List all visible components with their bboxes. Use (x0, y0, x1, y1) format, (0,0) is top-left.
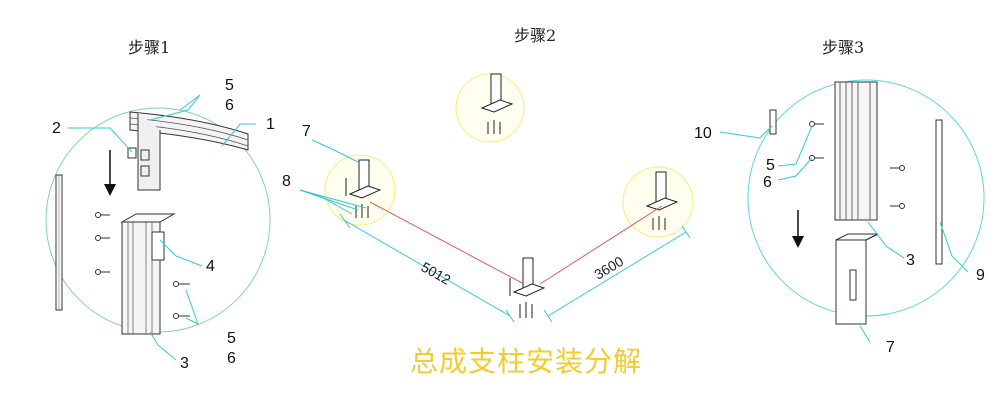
tie-line-right (539, 205, 663, 285)
callout-5-bottom: 5 (227, 330, 236, 347)
step2-title: 步骤2 (514, 26, 557, 45)
center-post (509, 257, 546, 318)
callout-9: 9 (976, 267, 985, 284)
callout-10: 10 (694, 125, 712, 142)
step2-layout: 5012 3600 7 8 (282, 73, 694, 323)
bolts-right (173, 281, 190, 319)
main-title: 总成支柱安装分解 (410, 345, 643, 378)
step3-title: 步骤3 (822, 38, 865, 57)
post-profile (120, 213, 176, 335)
step3-detail: 10 5 6 3 9 7 (694, 79, 985, 356)
step1-detail: 5 6 1 2 4 5 6 3 (45, 77, 275, 372)
callout-7-step3: 7 (886, 339, 895, 356)
callout-6-top: 6 (225, 97, 234, 114)
dimension-right: 3600 (591, 253, 626, 283)
arrow-down-icon (104, 184, 116, 196)
post-lower (835, 233, 879, 325)
callout-6-bottom: 6 (227, 350, 236, 367)
strip-9 (935, 119, 943, 265)
callout-3-step3: 3 (906, 252, 915, 269)
left-post (345, 159, 382, 218)
arrow-down-icon (792, 236, 804, 248)
callout-3-left: 3 (180, 355, 189, 372)
dimension-left: 5012 (419, 259, 454, 288)
callout-4: 4 (206, 258, 215, 275)
callout-8: 8 (282, 173, 291, 190)
dimension-lines (339, 213, 691, 323)
top-post (480, 73, 514, 134)
bolts-left (95, 212, 110, 275)
callout-7-step2: 7 (302, 123, 311, 140)
step1-title: 步骤1 (128, 38, 171, 57)
strip-10 (769, 109, 777, 135)
post-upper (834, 81, 878, 221)
callout-2: 2 (52, 120, 61, 137)
right-post (645, 171, 679, 230)
callout-1: 1 (266, 116, 275, 133)
tie-line-left (369, 201, 525, 285)
callout-6-step3: 6 (763, 174, 772, 191)
callout-5-step3: 5 (766, 157, 775, 174)
curved-beam (129, 111, 249, 151)
callout-5-top: 5 (225, 77, 234, 94)
